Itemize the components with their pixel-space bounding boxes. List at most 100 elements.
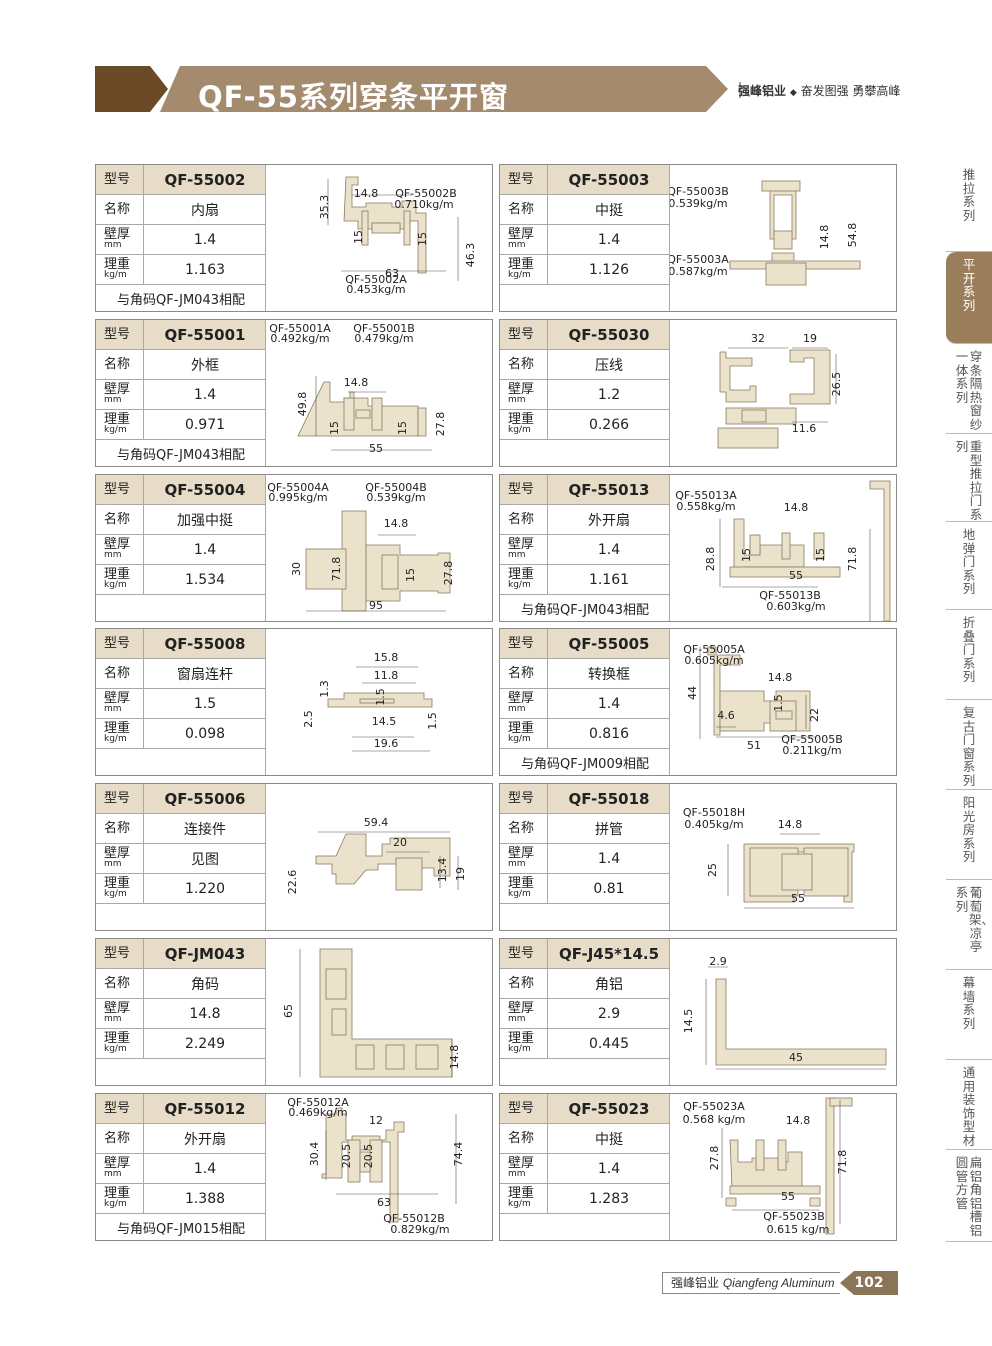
brand-name: 强峰铝业 bbox=[738, 84, 787, 98]
sidebar-item[interactable]: 葡萄架、凉亭系列 bbox=[946, 880, 992, 970]
sidebar-item[interactable]: 扁铝角铝槽铝圆管方管 bbox=[946, 1150, 992, 1242]
page-number: 102 bbox=[840, 1271, 898, 1295]
unit-text: kg/m bbox=[508, 425, 531, 435]
label-text: 名称 bbox=[508, 1130, 535, 1146]
dimension-label: 2.5 bbox=[302, 710, 315, 728]
unit-text: mm bbox=[508, 395, 526, 405]
divider bbox=[669, 1094, 670, 1240]
sidebar-item[interactable]: 折叠门系列 bbox=[946, 610, 992, 700]
profile-shape bbox=[781, 532, 791, 560]
sidebar-item[interactable]: 通用装饰型材 bbox=[946, 1060, 992, 1150]
field-label: 名称 bbox=[96, 195, 144, 224]
sidebar-item[interactable]: 平开系列 bbox=[946, 252, 992, 344]
sidebar-item[interactable]: 地弹门系列 bbox=[946, 522, 992, 610]
divider bbox=[265, 629, 266, 775]
profile-shape bbox=[729, 1185, 821, 1195]
unit-text: mm bbox=[104, 1014, 122, 1024]
label-text: 壁厚 bbox=[508, 227, 535, 242]
unit-text: mm bbox=[508, 859, 526, 869]
name-cell: 名称压线 bbox=[500, 350, 670, 380]
profile-shape bbox=[385, 1044, 405, 1070]
name-cell: 名称角铝 bbox=[500, 969, 670, 999]
field-value: QF-55002 bbox=[144, 165, 266, 194]
dimension-label: 74.4 bbox=[452, 1142, 465, 1167]
divider bbox=[265, 784, 266, 930]
profile-shape bbox=[395, 857, 423, 891]
dimension-label: 0.539kg/m bbox=[366, 491, 425, 504]
profile-shape bbox=[733, 518, 805, 576]
dimension-label: QF-55023B bbox=[763, 1210, 825, 1223]
sidebar-item-label: 复古门窗系列 bbox=[962, 705, 976, 788]
profile-section-svg: 2.914.545 bbox=[682, 955, 887, 1070]
unit-text: mm bbox=[104, 240, 122, 250]
field-value: QF-55004 bbox=[144, 475, 266, 504]
field-label: 型号 bbox=[96, 629, 144, 658]
field-value: 拼管 bbox=[595, 821, 623, 838]
corner-match-note: 与角码QF-JM043相配 bbox=[117, 448, 245, 463]
name-cell: 名称外开扇 bbox=[500, 505, 670, 535]
field-label: 名称 bbox=[96, 1124, 144, 1153]
sidebar-item-label: 平开系列 bbox=[962, 257, 976, 313]
name-cell: 名称中挺 bbox=[500, 195, 670, 225]
dimension-label: QF-55018H bbox=[683, 806, 745, 819]
unit-text: mm bbox=[104, 550, 122, 560]
unit-text: mm bbox=[508, 550, 526, 560]
label-text: 名称 bbox=[104, 356, 131, 372]
label-text: 理重 bbox=[104, 257, 131, 272]
label-text: 型号 bbox=[104, 1100, 131, 1116]
corner-match-note bbox=[500, 904, 670, 931]
dimension-label: 0.603kg/m bbox=[766, 600, 825, 613]
field-value: 外开扇 bbox=[184, 1131, 226, 1148]
field-label: 型号 bbox=[500, 939, 548, 968]
label-text: 壁厚 bbox=[104, 537, 131, 552]
sidebar-item[interactable]: 阳光房系列 bbox=[946, 790, 992, 880]
label-text: 壁厚 bbox=[508, 691, 535, 706]
field-value: QF-55030 bbox=[548, 320, 670, 349]
sidebar-item[interactable]: 推拉系列 bbox=[946, 162, 992, 252]
sidebar-item-label: 穿条隔热窗纱 bbox=[969, 349, 983, 432]
label-text: 理重 bbox=[508, 1186, 535, 1201]
dimension-label: 0.605kg/m bbox=[684, 654, 743, 667]
dimension-label: 14.8 bbox=[344, 376, 369, 389]
dimension-label: 15 bbox=[740, 548, 753, 562]
sidebar-item[interactable]: 穿条隔热窗纱一体系列 bbox=[946, 344, 992, 434]
divider bbox=[669, 784, 670, 930]
header-banner bbox=[95, 66, 741, 112]
sidebar-item[interactable]: 重型推拉门系列 bbox=[946, 434, 992, 522]
sidebar-item[interactable]: 复古门窗系列 bbox=[946, 700, 992, 790]
divider bbox=[265, 475, 266, 621]
profile-shape bbox=[415, 1044, 439, 1070]
field-value: 外框 bbox=[191, 357, 219, 374]
profile-shape bbox=[809, 1197, 821, 1207]
field-value: QF-55005 bbox=[548, 629, 670, 658]
dimension-label: 15 bbox=[328, 421, 341, 435]
sidebar-item-label: 通用装饰型材 bbox=[962, 1065, 976, 1148]
dimension-label: 63 bbox=[385, 267, 399, 280]
profile-shape bbox=[719, 351, 757, 403]
name-cell: 名称角码 bbox=[96, 969, 266, 999]
field-value: 1.163 bbox=[184, 261, 226, 278]
profile-shape bbox=[371, 397, 383, 431]
unit-text: mm bbox=[104, 1169, 122, 1179]
profile-shape bbox=[761, 180, 801, 192]
sidebar-item[interactable]: 幕墙系列 bbox=[946, 970, 992, 1060]
